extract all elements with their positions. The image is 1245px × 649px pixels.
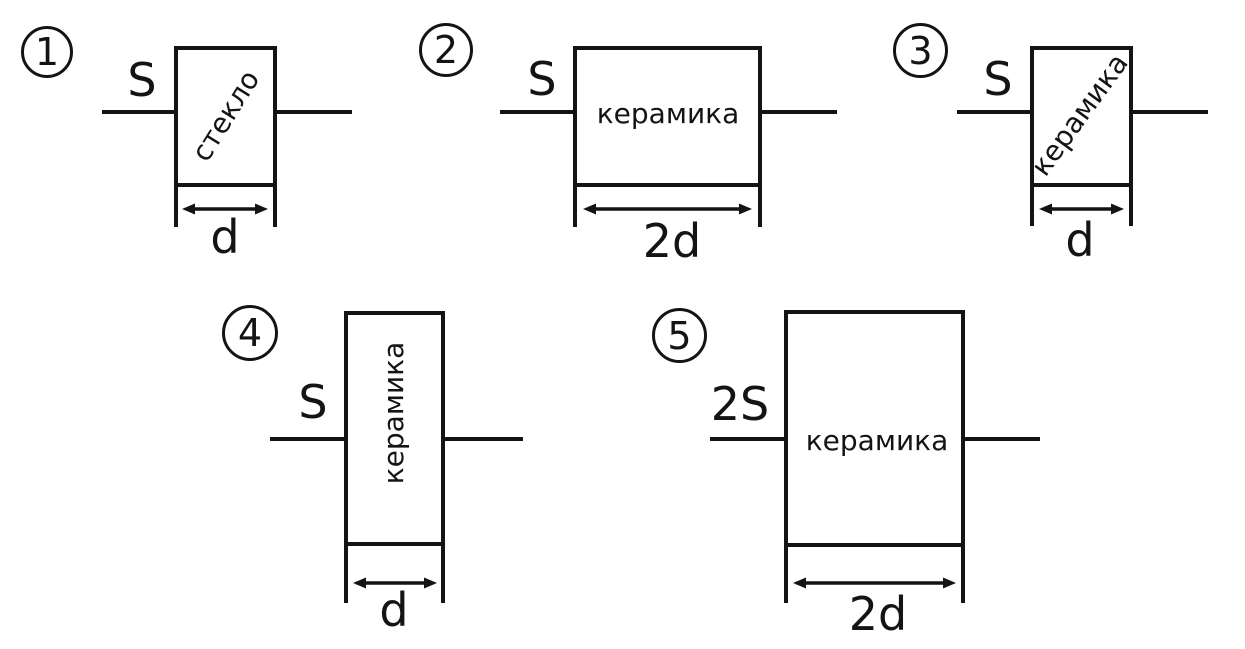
diagram-number-badge: 1: [21, 26, 73, 78]
thickness-label: 2d: [848, 587, 908, 641]
dielectric-material-label: керамика: [805, 424, 949, 457]
left-wire: [102, 110, 174, 114]
plate-area-label: S: [527, 52, 557, 106]
diagram-number: 5: [667, 313, 692, 358]
left-wire: [500, 110, 573, 114]
dielectric-top-edge: [1030, 46, 1133, 50]
capacitor-plate-left: [784, 310, 788, 603]
dielectric-top-edge: [784, 310, 965, 314]
dimension-arrow-icon: [1039, 203, 1124, 215]
right-wire: [762, 110, 837, 114]
dielectric-material-label: керамика: [377, 341, 410, 485]
dielectric-top-edge: [174, 46, 277, 50]
right-wire: [1133, 110, 1208, 114]
capacitor-plate-right: [441, 311, 445, 603]
plate-area-label: 2S: [710, 377, 770, 431]
plate-area-label: S: [127, 53, 157, 107]
diagram-number: 1: [34, 30, 60, 74]
diagram-number-badge: 4: [222, 305, 278, 361]
dielectric-bottom-edge: [344, 542, 445, 546]
capacitor-plate-left: [344, 311, 348, 603]
dimension-arrow-icon: [583, 203, 752, 215]
diagram-number-badge: 2: [419, 23, 473, 77]
dielectric-material-label: стекло: [184, 64, 267, 168]
diagram-number: 4: [237, 311, 263, 355]
dimension-arrow-icon: [353, 577, 437, 589]
right-wire: [965, 437, 1040, 441]
thickness-label: d: [379, 583, 409, 637]
dielectric-bottom-edge: [1030, 183, 1133, 187]
thickness-label: d: [210, 210, 240, 264]
left-wire: [957, 110, 1030, 114]
left-wire: [710, 437, 784, 441]
plate-area-label: S: [298, 375, 328, 429]
capacitor-plate-left: [1030, 46, 1034, 226]
capacitor-plate-right: [1129, 46, 1133, 226]
diagram-number: 2: [433, 28, 459, 72]
diagram-number-badge: 3: [893, 23, 948, 78]
thickness-label: d: [1065, 213, 1095, 267]
thickness-label: 2d: [642, 214, 702, 268]
dielectric-bottom-edge: [573, 183, 762, 187]
right-wire: [277, 110, 352, 114]
dimension-arrow-icon: [793, 577, 956, 589]
capacitor-plate-left: [573, 46, 577, 227]
dielectric-top-edge: [344, 311, 445, 315]
capacitor-plate-right: [273, 46, 277, 227]
diagram-number-badge: 5: [652, 308, 707, 363]
diagram-number: 3: [908, 28, 933, 73]
right-wire: [445, 437, 523, 441]
capacitor-plate-right: [758, 46, 762, 227]
dielectric-top-edge: [573, 46, 762, 50]
dimension-arrow-icon: [182, 203, 268, 215]
capacitor-plate-left: [174, 46, 178, 227]
plate-area-label: S: [983, 52, 1013, 106]
capacitor-plate-right: [961, 310, 965, 603]
dielectric-material-label: керамика: [596, 97, 740, 130]
dielectric-material-label: керамика: [1024, 47, 1135, 183]
left-wire: [270, 437, 344, 441]
dielectric-bottom-edge: [174, 183, 277, 187]
dielectric-bottom-edge: [784, 543, 965, 547]
